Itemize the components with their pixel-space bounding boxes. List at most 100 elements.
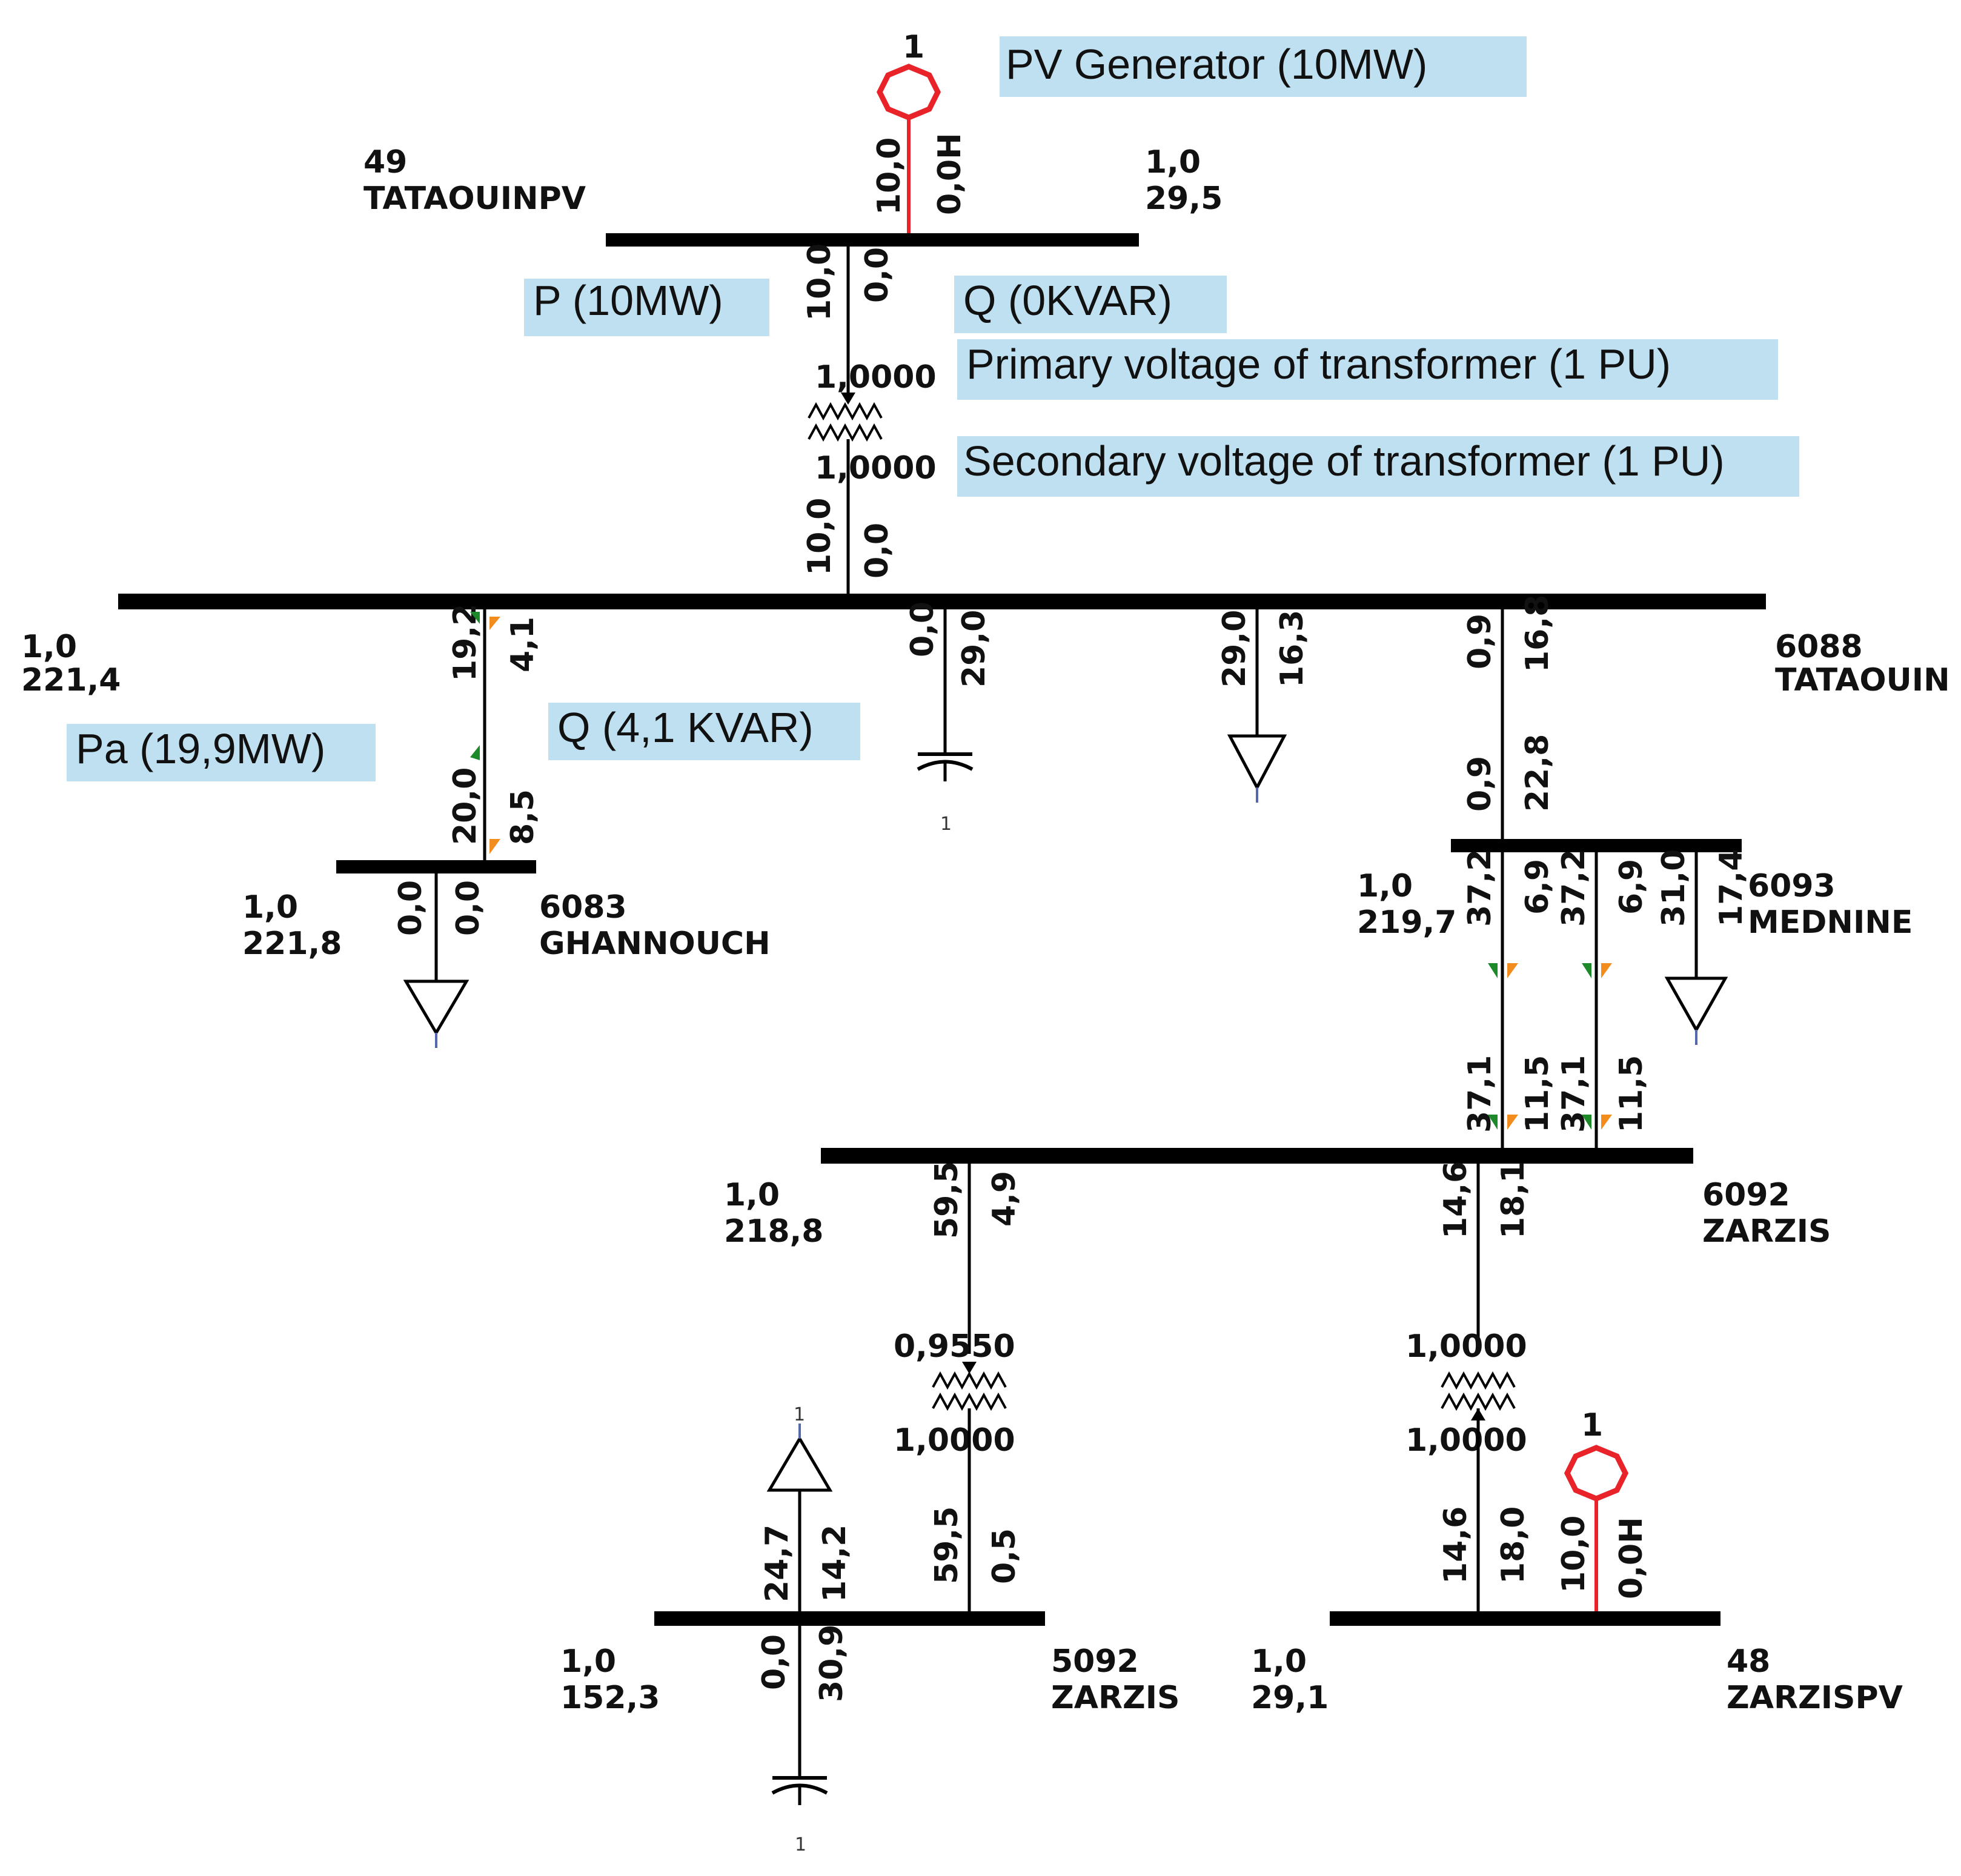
annotation-q: Q (0KVAR) xyxy=(954,276,1227,333)
transformer-winding-icon xyxy=(1441,1371,1516,1390)
svg-text:48: 48 xyxy=(1727,1643,1770,1680)
svg-text:1: 1 xyxy=(903,29,924,65)
shunt-6088: 0,0 29,0 1 xyxy=(904,602,992,835)
generator-icon xyxy=(1564,1445,1629,1502)
svg-text:1,0: 1,0 xyxy=(724,1177,780,1213)
svg-text:Secondary voltage of transform: Secondary voltage of transformer (1 PU) xyxy=(963,437,1725,485)
annotation-pv-generator: PV Generator (10MW) xyxy=(1000,36,1527,97)
bus-5092: 1,0 152,3 5092 ZARZIS xyxy=(560,1611,1180,1716)
load-arrow-icon xyxy=(403,979,470,1036)
annotation-p: P (10MW) xyxy=(524,277,769,336)
svg-text:1: 1 xyxy=(940,814,952,835)
bus-6083: 1,0 221,8 6083 GHANNOUCH xyxy=(242,860,771,962)
svg-text:1,0: 1,0 xyxy=(21,629,77,665)
svg-text:10,0: 10,0 xyxy=(801,498,838,575)
svg-text:1,0000: 1,0000 xyxy=(1405,1422,1527,1459)
bus-6088: 1,0 221,4 6088 TATAOUIN xyxy=(21,594,1950,698)
svg-text:0,0: 0,0 xyxy=(756,1634,792,1690)
generator-zarzispv: 1 10,0 0,0H xyxy=(1556,1407,1650,1611)
svg-text:6,9: 6,9 xyxy=(1613,859,1650,915)
svg-text:20,0: 20,0 xyxy=(447,767,483,845)
svg-text:Pa (19,9MW): Pa (19,9MW) xyxy=(76,725,325,772)
svg-text:17,4: 17,4 xyxy=(1713,849,1750,927)
svg-text:0,0: 0,0 xyxy=(450,880,486,936)
svg-text:6093: 6093 xyxy=(1748,868,1836,904)
svg-text:18,0: 18,0 xyxy=(1495,1506,1531,1584)
svg-text:1,0: 1,0 xyxy=(1145,144,1201,181)
shunt-5092: 0,0 30,9 1 xyxy=(756,1625,850,1855)
load-6083: 0,0 0,0 xyxy=(393,873,486,1048)
svg-text:218,8: 218,8 xyxy=(724,1213,823,1250)
svg-text:1,0: 1,0 xyxy=(242,889,298,926)
svg-text:0,0: 0,0 xyxy=(904,602,941,657)
svg-text:0,9: 0,9 xyxy=(1462,756,1498,812)
svg-text:30,9: 30,9 xyxy=(814,1625,850,1702)
svg-text:6088: 6088 xyxy=(1775,629,1863,665)
svg-text:8,5: 8,5 xyxy=(505,789,541,845)
svg-text:1,0000: 1,0000 xyxy=(815,359,937,396)
svg-text:1,0: 1,0 xyxy=(1357,868,1413,904)
svg-text:221,8: 221,8 xyxy=(242,926,342,962)
svg-text:5092: 5092 xyxy=(1051,1643,1139,1680)
svg-text:0,9: 0,9 xyxy=(1462,614,1498,669)
svg-text:1: 1 xyxy=(795,1834,806,1855)
svg-text:10,0: 10,0 xyxy=(871,138,908,215)
svg-text:1: 1 xyxy=(794,1404,805,1425)
svg-text:Primary voltage of transformer: Primary voltage of transformer (1 PU) xyxy=(966,340,1671,388)
svg-text:59,5: 59,5 xyxy=(929,1506,965,1584)
svg-text:10,0: 10,0 xyxy=(1556,1516,1592,1593)
svg-text:16,3: 16,3 xyxy=(1274,610,1310,688)
svg-text:0,0: 0,0 xyxy=(393,880,429,936)
svg-text:1,0: 1,0 xyxy=(560,1643,616,1680)
svg-text:14,2: 14,2 xyxy=(817,1525,853,1602)
load-5092: 1 24,7 14,2 xyxy=(759,1404,853,1611)
branch-tataouin-ghannouch: 19,2 4,1 20,0 8,5 xyxy=(447,604,541,863)
svg-text:16,8: 16,8 xyxy=(1519,595,1556,672)
svg-text:221,4: 221,4 xyxy=(21,662,121,698)
svg-text:1,0000: 1,0000 xyxy=(894,1422,1015,1459)
transformer-winding-icon xyxy=(808,402,883,421)
svg-text:P (10MW): P (10MW) xyxy=(533,277,723,324)
bus-49: 49 TATAOUINPV 1,0 29,5 xyxy=(363,144,1223,247)
svg-text:TATAOUINPV: TATAOUINPV xyxy=(363,181,586,217)
generator-icon xyxy=(876,64,941,121)
svg-text:6092: 6092 xyxy=(1702,1177,1790,1213)
svg-text:0,0: 0,0 xyxy=(859,247,895,303)
svg-text:49: 49 xyxy=(363,144,407,181)
load-arrow-icon xyxy=(766,1436,833,1492)
bus-6093: 1,0 219,7 6093 MEDNINE xyxy=(1357,839,1913,941)
svg-text:37,2: 37,2 xyxy=(1462,849,1498,927)
svg-text:29,5: 29,5 xyxy=(1145,181,1223,217)
svg-text:59,5: 59,5 xyxy=(929,1161,965,1239)
svg-text:4,1: 4,1 xyxy=(505,617,541,672)
svg-text:0,5: 0,5 xyxy=(986,1528,1023,1584)
svg-text:TATAOUIN: TATAOUIN xyxy=(1775,662,1950,698)
svg-text:11,5: 11,5 xyxy=(1519,1055,1556,1133)
svg-text:6,9: 6,9 xyxy=(1519,859,1556,915)
lines-mednine-zarzis: 37,2 6,9 37,2 6,9 37,1 11,5 37,1 11,5 xyxy=(1462,849,1650,1151)
svg-text:ZARZIS: ZARZIS xyxy=(1051,1680,1180,1716)
generator-tataouinpv: 1 10,0 0,0H xyxy=(871,29,968,233)
svg-text:10,0: 10,0 xyxy=(801,244,838,321)
branch-tataouin-mednine: 0,9 16,8 0,9 22,8 xyxy=(1462,595,1556,845)
svg-text:4,9: 4,9 xyxy=(986,1171,1023,1227)
annotation-pa: Pa (19,9MW) xyxy=(67,724,376,781)
svg-text:11,5: 11,5 xyxy=(1613,1055,1650,1133)
svg-text:1,0000: 1,0000 xyxy=(1405,1328,1527,1365)
svg-text:29,0: 29,0 xyxy=(956,610,992,688)
svg-text:24,7: 24,7 xyxy=(759,1525,795,1602)
bus-48: 1,0 29,1 48 ZARZISPV xyxy=(1251,1611,1903,1716)
svg-text:37,2: 37,2 xyxy=(1556,849,1592,927)
svg-text:GHANNOUCH: GHANNOUCH xyxy=(539,926,771,962)
transformer-3: 14,6 18,1 1,0000 1,0000 14,6 18,0 xyxy=(1405,1161,1531,1614)
svg-text:1,0000: 1,0000 xyxy=(815,450,937,486)
svg-text:ZARZISPV: ZARZISPV xyxy=(1727,1680,1903,1716)
load-arrow-icon xyxy=(1227,734,1287,791)
transformer-2: 59,5 4,9 0,9550 1,0000 59,5 0,5 xyxy=(894,1161,1023,1614)
svg-text:14,6: 14,6 xyxy=(1438,1506,1474,1584)
load-6093: 31,0 17,4 xyxy=(1656,849,1750,1045)
transformer-winding-icon xyxy=(932,1371,1007,1390)
load-arrow-icon xyxy=(1664,976,1728,1033)
svg-text:29,1: 29,1 xyxy=(1251,1680,1329,1716)
